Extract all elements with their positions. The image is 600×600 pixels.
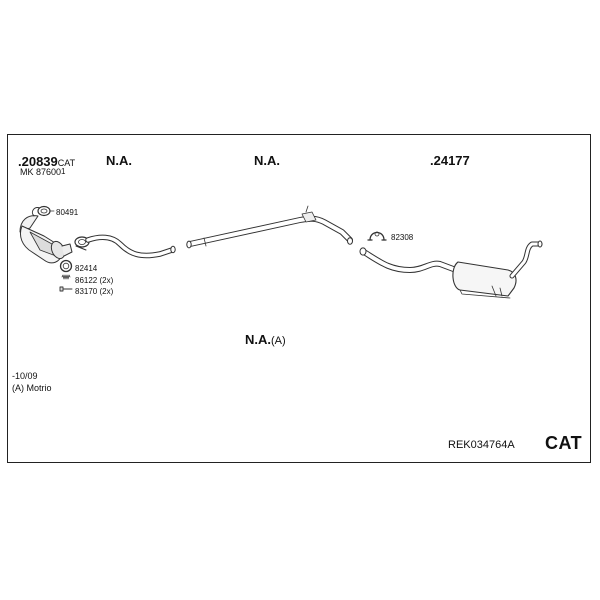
label-82414: 82414 <box>75 264 98 273</box>
cat-badge: CAT <box>545 433 583 453</box>
spring-86122-icon <box>61 274 71 280</box>
part-sub-text: MK 87600 <box>20 167 62 177</box>
note-engine: (A) Motrio <box>12 383 52 393</box>
middle-note-suffix: (A) <box>271 335 286 347</box>
part-suffix-cat: CAT <box>57 158 76 168</box>
bolt-83170-icon <box>59 286 73 292</box>
part-number-20839: .20839 <box>18 154 58 169</box>
label-80491: 80491 <box>56 208 79 217</box>
middle-pipe-icon <box>186 205 353 249</box>
catalyst-assembly-icon <box>19 207 73 264</box>
part-na-1: N.A. <box>106 153 132 168</box>
label-82308: 82308 <box>391 233 414 242</box>
part-number-24177: .24177 <box>430 153 470 168</box>
rear-silencer-icon <box>359 240 543 299</box>
diagram-frame <box>7 134 591 463</box>
reference-number: REK034764A <box>448 439 515 451</box>
part-sub-mark: 1 <box>61 167 66 176</box>
clamp-82308-icon <box>367 231 387 241</box>
middle-note-text: N.A. <box>245 332 271 347</box>
note-date: -10/09 <box>12 371 38 381</box>
label-86122: 86122 (2x) <box>75 276 114 285</box>
label-83170: 83170 (2x) <box>75 287 114 296</box>
front-pipe-icon <box>74 234 176 259</box>
clamp-80491-icon <box>37 205 55 217</box>
part-number-catalyst: .20839CAT <box>18 154 75 170</box>
middle-note: N.A.(A) <box>245 332 286 348</box>
part-sub-number: MK 876001 <box>20 168 65 177</box>
part-na-2: N.A. <box>254 153 280 168</box>
gasket-82414-icon <box>59 259 73 273</box>
